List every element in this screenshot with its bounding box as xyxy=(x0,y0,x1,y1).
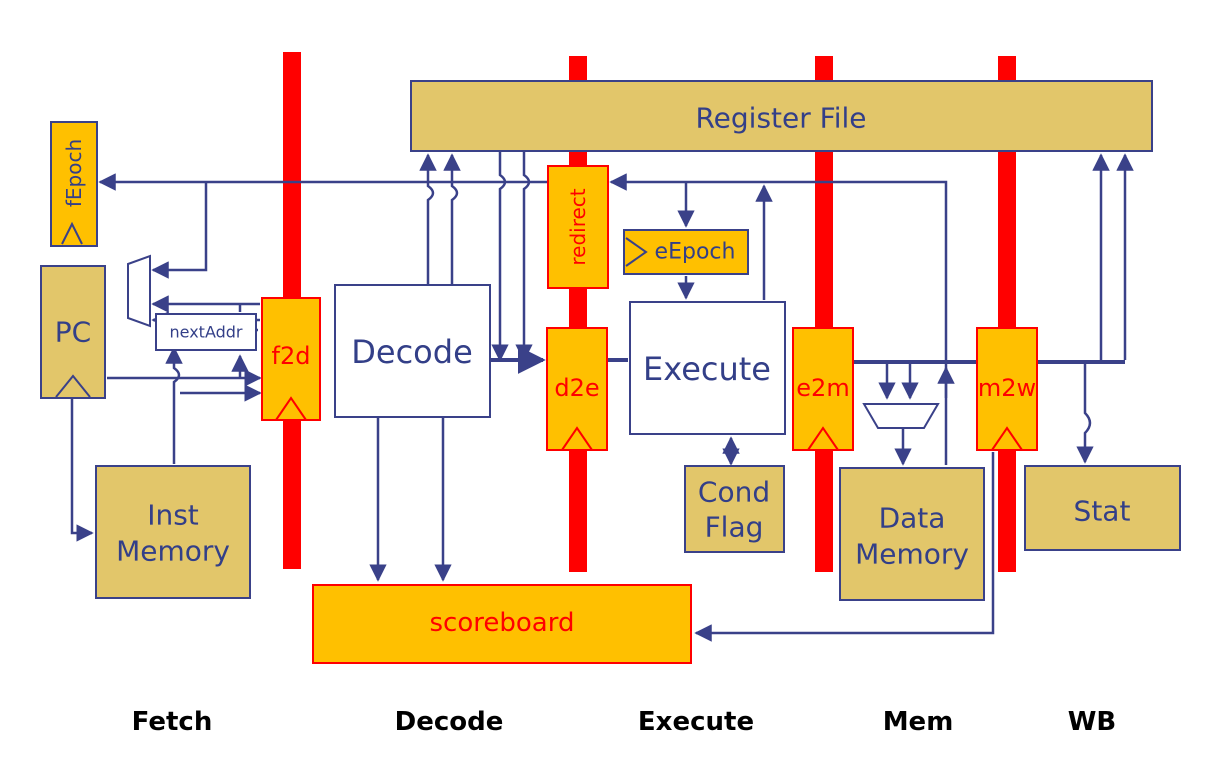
execute-label: Execute xyxy=(643,350,771,388)
rf-data-wire-2 xyxy=(515,151,533,362)
cond-flag-label-2: Flag xyxy=(705,511,764,544)
decode-label: Decode xyxy=(351,333,473,371)
cond-flag-label-1: Cond xyxy=(698,476,770,509)
cond-flag-block xyxy=(684,465,785,553)
fepoch-register xyxy=(50,121,98,247)
scoreboard-block xyxy=(312,584,692,664)
stage-label-decode: Decode xyxy=(395,707,504,737)
stat-block xyxy=(1024,465,1181,551)
f2d-clock-icon xyxy=(275,396,307,421)
pc-clock-icon xyxy=(55,374,91,398)
data-memory-block xyxy=(839,467,985,601)
m2w-clock-icon xyxy=(991,426,1023,451)
rf-data-wire-1 xyxy=(491,151,509,362)
mux-select-wire xyxy=(151,182,208,279)
f2d-label: f2d xyxy=(272,342,311,370)
pc-to-imem-wire xyxy=(70,398,94,542)
next-addr-block xyxy=(155,313,257,351)
m2w-to-scoreboard xyxy=(694,452,995,642)
scoreboard-label: scoreboard xyxy=(430,608,575,638)
redirect-register xyxy=(547,165,609,289)
d2e-clock-icon xyxy=(561,426,593,451)
rf-read-wire-1 xyxy=(419,153,437,284)
stage-label-wb: WB xyxy=(1068,707,1117,737)
stage-label-execute: Execute xyxy=(638,707,754,737)
m2w-label: m2w xyxy=(978,374,1036,402)
data-memory-label-1: Data xyxy=(879,502,946,535)
decode-block xyxy=(334,284,491,418)
redirect-label: redirect xyxy=(566,188,590,265)
register-file-label: Register File xyxy=(695,102,866,135)
fepoch-clock-icon xyxy=(61,221,83,245)
data-memory-mux-icon xyxy=(862,403,940,429)
stage-label-fetch: Fetch xyxy=(132,707,213,737)
inst-memory-label-2: Memory xyxy=(116,535,230,568)
e2m-clock-icon xyxy=(807,426,839,451)
stage-label-mem: Mem xyxy=(883,707,954,737)
e2m-label: e2m xyxy=(796,374,849,402)
inst-memory-block xyxy=(95,465,251,599)
next-addr-label: nextAddr xyxy=(170,323,243,342)
inst-memory-label-1: Inst xyxy=(147,499,199,532)
rf-read-wire-2 xyxy=(443,153,461,284)
imem-to-nextaddr-wire xyxy=(165,346,183,464)
execute-block xyxy=(629,301,786,435)
pc-mux-icon xyxy=(127,254,151,328)
stat-wire xyxy=(1076,362,1094,464)
eepoch-label: eEpoch xyxy=(655,240,736,265)
register-file-block xyxy=(410,80,1153,152)
eepoch-clock-icon xyxy=(625,237,648,267)
data-memory-label-2: Memory xyxy=(855,538,969,571)
d2e-label: d2e xyxy=(554,374,599,402)
pc-label: PC xyxy=(55,316,91,349)
fepoch-label: fEpoch xyxy=(62,139,86,207)
stat-label: Stat xyxy=(1074,495,1131,528)
